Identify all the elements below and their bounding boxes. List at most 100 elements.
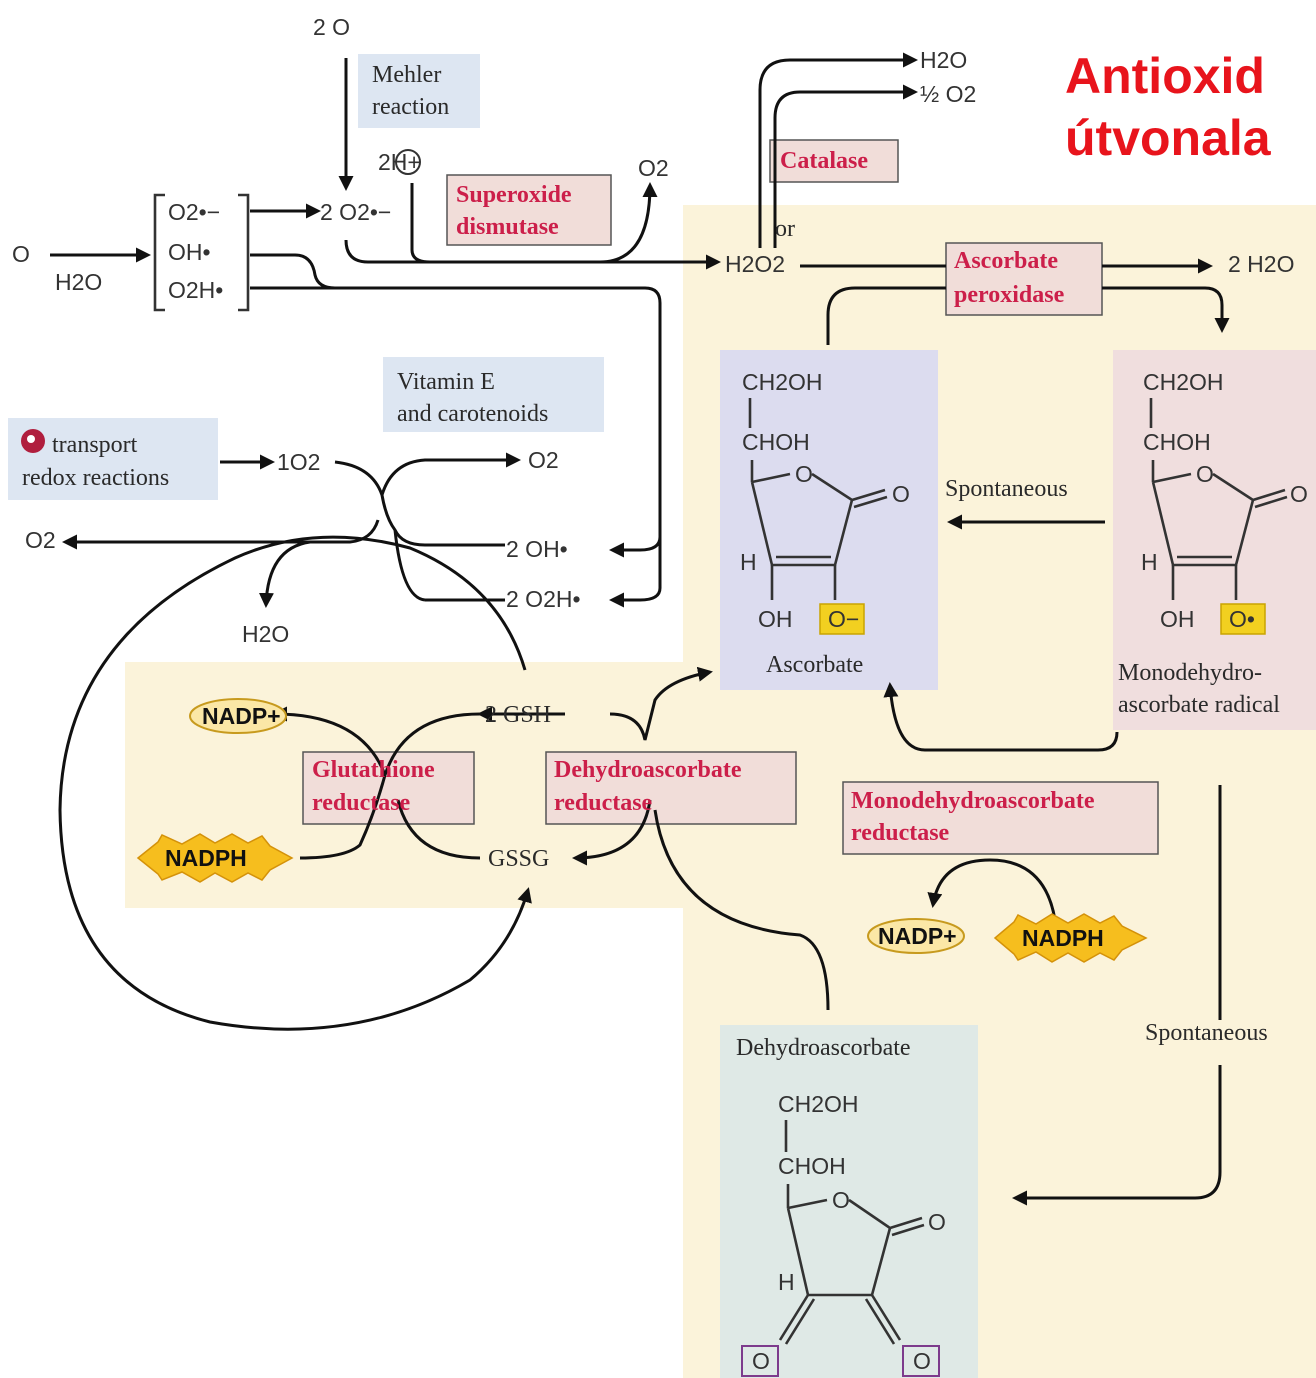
- dha-o-ring: O: [832, 1187, 850, 1213]
- mda-choh: CHOH: [1143, 429, 1211, 455]
- ascorbate-structure: CH2OH CHOH O O H OH O− Ascorbate: [740, 369, 910, 678]
- two-oh-label: 2 OH•: [506, 536, 568, 562]
- species-labels: 2 O O H2O O2•− OH• O2H• 2 O2•− 2H+ O2 H2…: [12, 14, 1294, 872]
- asc-ch2oh: CH2OH: [742, 369, 823, 395]
- mda-h: H: [1141, 549, 1158, 575]
- mda-name-1: Monodehydro-: [1118, 660, 1262, 686]
- half-o2-label: ½ O2: [920, 81, 976, 107]
- o2-top: 2 O: [313, 14, 350, 40]
- nadph-label-2: NADPH: [1022, 925, 1104, 951]
- mehler-label-box: [358, 54, 480, 128]
- vitamin-line-1: Vitamin E: [397, 369, 495, 395]
- dha-h: H: [778, 1269, 795, 1295]
- mehler-line-1: Mehler: [372, 62, 441, 88]
- mda-o-radical: O•: [1229, 606, 1255, 632]
- o2-left-label: O2: [25, 527, 56, 553]
- reaction-arrows: [50, 52, 1230, 1206]
- gssg-label: GSSG: [488, 846, 549, 872]
- asc-o-ring: O: [795, 461, 813, 487]
- electron-icon: [21, 429, 45, 453]
- asc-o-minus: O−: [828, 606, 859, 632]
- ros-bracket: [153, 193, 250, 312]
- asc-oh: OH: [758, 606, 793, 632]
- mda-oh: OH: [1160, 606, 1195, 632]
- dha-ch2oh: CH2OH: [778, 1091, 859, 1117]
- ascorbate-name: Ascorbate: [766, 652, 863, 678]
- mdhar-line-1: Monodehydroascorbate: [851, 788, 1095, 814]
- h2o-catalase-label: H2O: [920, 47, 967, 73]
- sod-line-2: dismutase: [456, 214, 559, 240]
- mda-structure: CH2OH CHOH O O H OH O• Monodehydro- asco…: [1118, 369, 1308, 718]
- mda-o-radical-box: [1220, 603, 1266, 635]
- dha-structure: Dehydroascorbate CH2OH CHOH O O H O O: [736, 1035, 946, 1377]
- mehler-line-2: reaction: [372, 94, 449, 120]
- apx-line-2: peroxidase: [954, 282, 1065, 308]
- mda-name-2: ascorbate radical: [1118, 692, 1280, 718]
- h2o2-label: H2O2: [725, 251, 785, 277]
- spontaneous-label-2: Spontaneous: [1145, 1020, 1268, 1046]
- sod-line-1: Superoxide: [456, 182, 572, 208]
- ozone-label: O: [12, 241, 30, 267]
- dhar-line-2: reductase: [554, 790, 653, 816]
- nadp-label-1: NADP+: [202, 703, 281, 729]
- spontaneous-label-1: Spontaneous: [945, 476, 1068, 502]
- ascorbate-box: [720, 350, 938, 690]
- vitamin-label-box: [383, 357, 604, 432]
- label-box-texts: Mehler reaction Vitamin E and carotenoid…: [21, 62, 1268, 1046]
- dha-o-box-2: [902, 1345, 940, 1377]
- gr-line-1: Glutathione: [312, 757, 435, 783]
- dhar-enzyme-box: [545, 751, 797, 825]
- title-line-1: Antioxid: [1065, 48, 1265, 104]
- page-title: Antioxid útvonala: [1065, 45, 1271, 169]
- nadp-badge-2: NADP+: [867, 918, 965, 954]
- dhar-line-1: Dehydroascorbate: [554, 757, 742, 783]
- vitamin-line-2: and carotenoids: [397, 401, 548, 427]
- mda-box: [1113, 350, 1316, 730]
- asc-choh: CHOH: [742, 429, 810, 455]
- catalase-enzyme-box: [769, 139, 899, 183]
- singlet-o2-label: 1O2: [277, 449, 320, 475]
- asc-o-minus-box: [819, 603, 865, 635]
- h2o-cycle-label: H2O: [242, 621, 289, 647]
- mdhar-line-2: reductase: [851, 820, 950, 846]
- o2-sod-label: O2: [638, 155, 669, 181]
- mda-o-ring: O: [1196, 461, 1214, 487]
- rox-hydroxyl: OH•: [168, 239, 211, 265]
- superoxide-label: 2 O2•−: [320, 199, 391, 225]
- apx-line-1: Ascorbate: [954, 248, 1058, 274]
- sod-enzyme-box: [446, 174, 612, 246]
- nadph-star-2: [993, 913, 1148, 963]
- mdhar-enzyme-box: [842, 781, 1159, 855]
- dha-o-box-2-text: O: [913, 1348, 931, 1374]
- o2-singlet-out-label: O2: [528, 447, 559, 473]
- transport-line-1: transport: [52, 432, 138, 458]
- two-o2h-label: 2 O2H•: [506, 586, 581, 612]
- nadp-label-2: NADP+: [878, 923, 957, 949]
- gsh-label: 2 GSH: [485, 702, 551, 728]
- nadph-badge-2: NADPH: [993, 913, 1148, 963]
- nadph-badge-1: NADPH: [136, 833, 294, 883]
- nadp-badge-1: NADP+: [189, 698, 287, 734]
- gr-line-2: reductase: [312, 790, 411, 816]
- dha-o-box-1-text: O: [752, 1348, 770, 1374]
- catalase-label: Catalase: [780, 148, 868, 174]
- nadph-label-1: NADPH: [165, 845, 247, 871]
- asc-o-keto: O: [892, 481, 910, 507]
- mda-ch2oh: CH2OH: [1143, 369, 1224, 395]
- mda-o-keto: O: [1290, 481, 1308, 507]
- apx-enzyme-box: [945, 242, 1103, 316]
- dha-o-box-1: [741, 1345, 779, 1377]
- dha-o-keto: O: [928, 1209, 946, 1235]
- rox-perhydroxyl: O2H•: [168, 277, 223, 303]
- title-line-2: útvonala: [1065, 110, 1271, 166]
- transport-label-box: [8, 418, 218, 500]
- dha-name: Dehydroascorbate: [736, 1035, 911, 1061]
- transport-line-2: redox reactions: [22, 465, 169, 491]
- or-label: or: [775, 216, 795, 242]
- nadph-star-1: [136, 833, 294, 883]
- rox-superoxide: O2•−: [168, 199, 220, 225]
- proton-circle: [395, 149, 421, 175]
- h2o-left-label: H2O: [55, 269, 102, 295]
